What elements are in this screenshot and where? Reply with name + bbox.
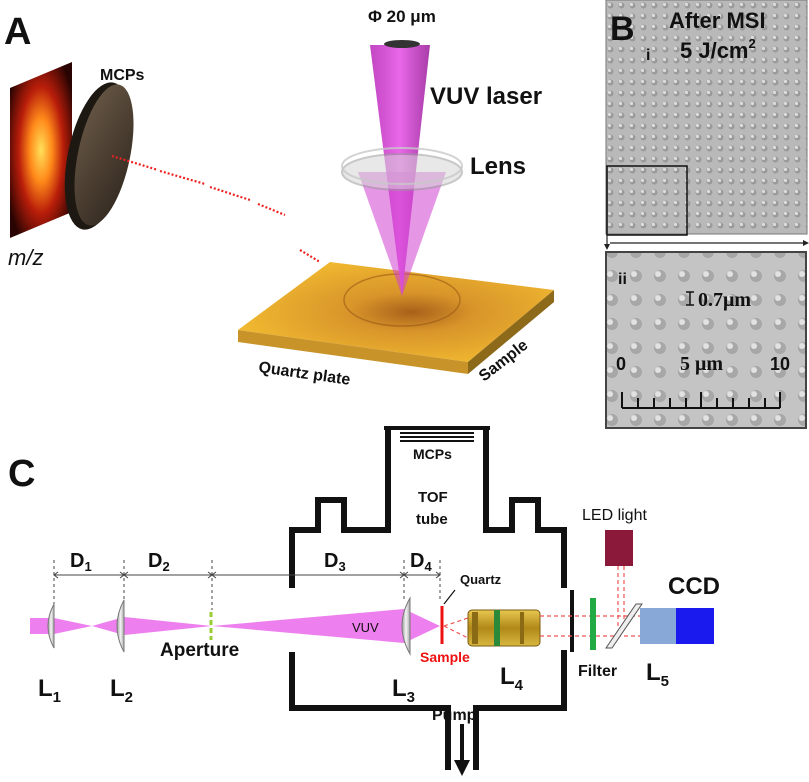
beam-splitter (605, 603, 643, 649)
beam-seg-3 (124, 617, 212, 635)
sem-image-ii (605, 251, 807, 429)
led-light (605, 530, 633, 566)
ccd-lens (640, 608, 676, 644)
pump-label: Pump (432, 707, 477, 724)
l5-label: L5 (646, 659, 669, 690)
lens-l2 (116, 599, 125, 653)
beam-seg-2 (92, 617, 124, 635)
ccd-camera (676, 608, 714, 644)
lens-ring-top (341, 147, 463, 185)
scale-bar (621, 392, 781, 409)
aperture-disk (384, 40, 420, 48)
tof-label-2: tube (416, 511, 448, 528)
mz-label: m/z (8, 245, 43, 270)
aperture-size-label: Φ 20 μm (368, 7, 436, 26)
lens-a (341, 147, 463, 191)
scale-10-label: 10 (770, 354, 790, 374)
vuv-c-label: VUV (352, 620, 379, 635)
filter (590, 598, 596, 650)
mcp-disk (64, 82, 134, 230)
vuv-laser-label: VUV laser (430, 83, 542, 110)
panel-b: B i After MSI 5 J/cm2 ii 0.7μm 0 5 μm 10 (604, 0, 809, 429)
d3-label: D3 (324, 550, 346, 574)
mz-heatmap (10, 62, 72, 238)
scale-0-label: 0 (616, 354, 626, 374)
tof-label-1: TOF (418, 489, 448, 506)
pump-arrow (454, 724, 470, 776)
plate-side (468, 290, 554, 374)
spot-size-label: 0.7μm (698, 289, 751, 311)
l3-label: L3 (392, 675, 415, 706)
beam-seg-4 (212, 609, 404, 643)
mcp-stack (384, 426, 490, 442)
d4-label: D4 (410, 550, 432, 574)
l4-label: L4 (500, 663, 524, 694)
vacuum-chamber (289, 430, 567, 770)
panel-b-letter: B (610, 10, 635, 48)
objective-l4 (467, 609, 541, 647)
mcps-c-label: MCPs (413, 446, 452, 462)
quartz-plate-label: Quartz plate (257, 359, 351, 389)
vuv-beam (30, 609, 440, 643)
ccd-label: CCD (668, 573, 720, 600)
l2-label: L2 (110, 675, 133, 706)
sample-c-label: Sample (420, 649, 470, 665)
quartz-plate (238, 262, 554, 374)
beam-seg-5 (404, 609, 440, 643)
panel-c: C MCPs TOF tube (8, 426, 720, 776)
mcp-disk-face (74, 84, 134, 226)
l1-label: L1 (38, 675, 61, 706)
laser-cone-lower (358, 172, 446, 296)
quartz-pointer (443, 589, 456, 605)
aperture-c-label: Aperture (160, 640, 239, 661)
d1-label: D1 (70, 550, 92, 574)
spot-size-marker (686, 291, 694, 306)
zoom-box (606, 165, 688, 236)
lens-l1 (47, 603, 55, 649)
plate-front (238, 330, 468, 374)
lens-label: Lens (470, 153, 526, 180)
quartz-c-label: Quartz (460, 572, 502, 587)
led-light-label: LED light (582, 507, 647, 524)
heatmap-image (10, 62, 72, 238)
filter-label: Filter (578, 663, 617, 680)
sub-i-label: i (646, 47, 650, 64)
beam-seg-1 (30, 618, 92, 634)
lens-l3 (401, 596, 411, 656)
mcps-label: MCPs (100, 67, 145, 84)
after-msi-label: After MSI (669, 8, 766, 33)
panel-a-letter: A (4, 11, 31, 53)
panel-c-letter: C (8, 453, 35, 495)
panel-a: A m/z MCPs Quartz plate Sampl (4, 7, 554, 389)
plate-top (238, 262, 554, 362)
d2-label: D2 (148, 550, 170, 574)
scale-5-label: 5 μm (680, 353, 723, 375)
dimension-lines (53, 560, 441, 610)
fluence-label: 5 J/cm2 (680, 36, 756, 63)
sub-ii-label: ii (618, 271, 627, 288)
sem-image-i (606, 0, 807, 234)
